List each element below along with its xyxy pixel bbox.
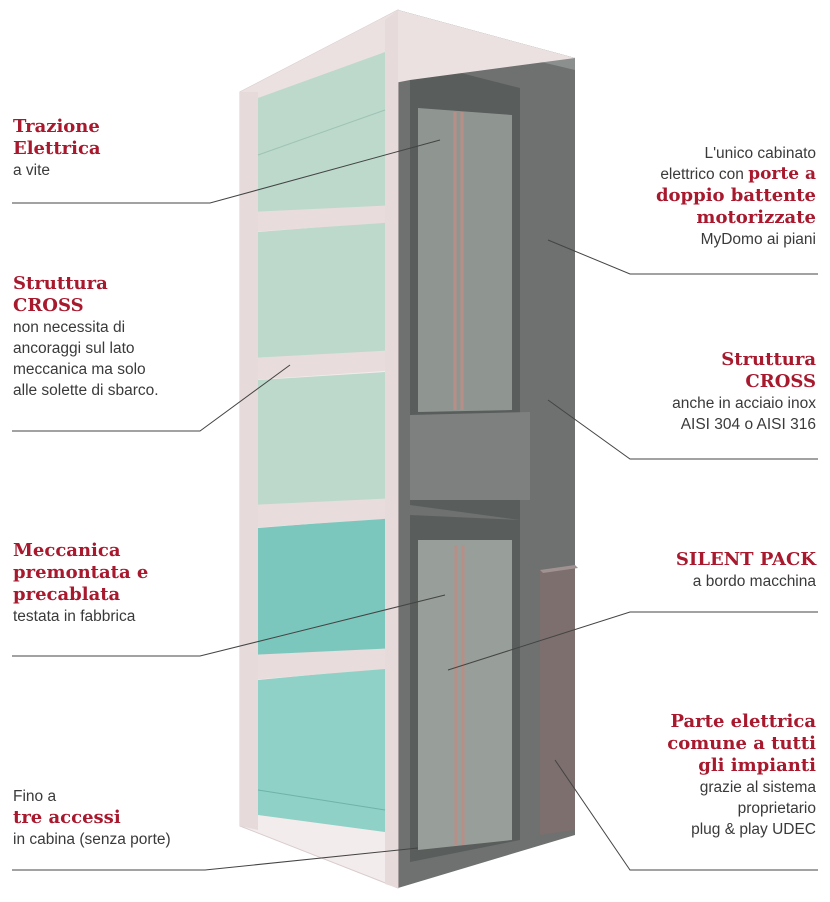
callout-title: tre accessi bbox=[13, 807, 121, 828]
callout-text: a vite bbox=[13, 162, 51, 179]
leader-lines bbox=[12, 139, 818, 871]
callout-cabinato: L'unico cabinato elettrico con porte a d… bbox=[596, 143, 816, 250]
callout-text: testata in fabbrica bbox=[13, 608, 136, 625]
callout-text: a bordo macchina bbox=[692, 573, 816, 590]
callout-title: CROSS bbox=[745, 371, 816, 392]
callout-text: plug & play UDEC bbox=[691, 821, 816, 838]
callout-accessi: Fino a tre accessi in cabina (senza port… bbox=[13, 786, 223, 850]
callout-text: in cabina (senza porte) bbox=[13, 831, 171, 848]
callout-text: elettrico con porte a bbox=[596, 164, 816, 185]
glass-panel-2 bbox=[258, 222, 385, 362]
upper-car-door bbox=[418, 108, 512, 412]
callout-text: ancoraggi sul lato bbox=[13, 340, 135, 357]
leader-accessi bbox=[12, 847, 419, 871]
glass-panel-3 bbox=[258, 372, 385, 508]
callout-text: alle solette di sbarco. bbox=[13, 382, 159, 399]
frame-bar-4 bbox=[250, 648, 398, 680]
callout-title: motorizzate bbox=[696, 207, 816, 228]
frame-bar-3 bbox=[250, 498, 398, 528]
glass-divider-1 bbox=[257, 109, 386, 156]
leader-silent bbox=[447, 611, 818, 671]
callout-meccanica: Meccanica premontata e precablata testat… bbox=[13, 540, 213, 627]
callout-title: Elettrica bbox=[13, 138, 101, 159]
glass-panel-5 bbox=[258, 668, 385, 832]
lower-car-door bbox=[418, 540, 512, 850]
callout-text: meccanica ma solo bbox=[13, 361, 146, 378]
callout-text: non necessita di bbox=[13, 319, 126, 336]
callout-text: proprietario bbox=[737, 800, 816, 817]
callout-title: Parte elettrica bbox=[670, 711, 816, 732]
frame-post-right bbox=[385, 10, 398, 888]
callout-elettrica: Parte elettrica comune a tutti gli impia… bbox=[596, 711, 816, 840]
callout-text: AISI 304 o AISI 316 bbox=[680, 416, 816, 433]
callout-title: SILENT PACK bbox=[675, 549, 816, 570]
leader-cabinato bbox=[547, 239, 818, 275]
callout-struttura-right: Struttura CROSS anche in acciaio inox AI… bbox=[596, 349, 816, 435]
callout-title: Struttura bbox=[13, 273, 108, 294]
leader-elettrica bbox=[554, 759, 818, 871]
callout-text: Fino a bbox=[13, 788, 57, 805]
callout-struttura-left: Struttura CROSS non necessita di ancorag… bbox=[13, 273, 213, 401]
landing-lintel bbox=[410, 412, 530, 500]
leader-trazione bbox=[12, 139, 441, 204]
silent-pack-top bbox=[540, 565, 578, 573]
callout-title: premontata e bbox=[13, 562, 149, 583]
glass-divider-2 bbox=[257, 789, 386, 811]
callout-silent: SILENT PACK a bordo macchina bbox=[596, 549, 816, 592]
frame-post-left bbox=[240, 92, 258, 830]
callout-text: MyDomo ai piani bbox=[700, 231, 816, 248]
frame-bar-2 bbox=[250, 350, 398, 380]
callout-title: CROSS bbox=[13, 295, 84, 316]
callout-title: gli impianti bbox=[698, 755, 816, 776]
callout-text: L'unico cabinato bbox=[704, 145, 816, 162]
callout-title: comune a tutti bbox=[667, 733, 816, 754]
callout-title: Trazione bbox=[13, 116, 100, 137]
callout-text: grazie al sistema bbox=[699, 779, 816, 796]
callout-title: doppio battente bbox=[655, 185, 816, 206]
callout-title: precablata bbox=[13, 584, 121, 605]
callout-text: anche in acciaio inox bbox=[672, 395, 816, 412]
callout-lead: elettrico con bbox=[660, 166, 744, 183]
callout-accent: porte a bbox=[748, 164, 816, 184]
frame-bar-1 bbox=[250, 205, 398, 232]
leader-struttura-left bbox=[12, 364, 291, 432]
leader-meccanica bbox=[12, 594, 446, 657]
silent-pack-box bbox=[540, 565, 575, 835]
callout-title: Meccanica bbox=[13, 540, 121, 561]
callout-trazione: Trazione Elettrica a vite bbox=[13, 116, 213, 181]
callout-title: Struttura bbox=[721, 349, 816, 370]
glass-panel-4 bbox=[258, 518, 385, 660]
leader-struttura-right bbox=[547, 399, 818, 460]
